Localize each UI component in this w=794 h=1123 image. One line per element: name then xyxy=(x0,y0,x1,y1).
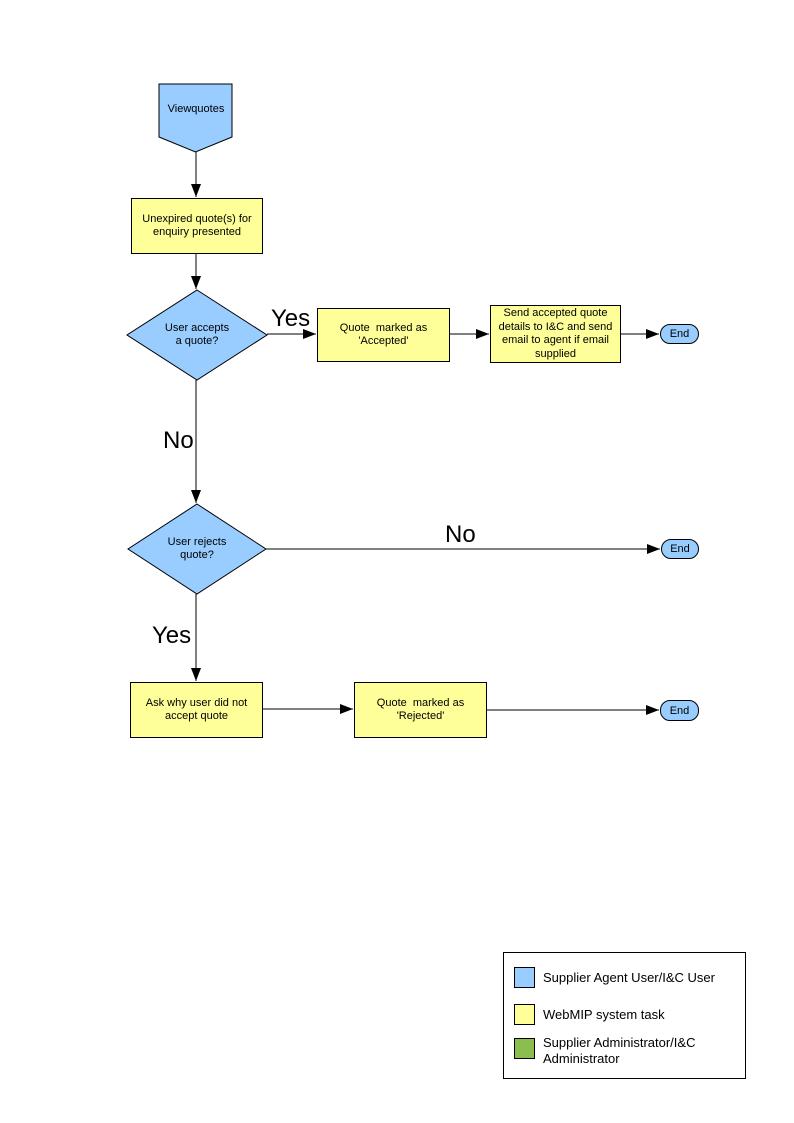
process-node-present: Unexpired quote(s) for enquiry presented xyxy=(131,198,263,254)
legend-swatch-webmip-system-task xyxy=(514,1004,535,1025)
edge-label-rejects-no: No xyxy=(445,521,476,548)
decision-node-rejects-label: User rejects quote? xyxy=(167,535,227,562)
process-node-send-details-label: Send accepted quote details to I&C and s… xyxy=(498,307,613,360)
process-node-accepted-label: Quote marked as 'Accepted' xyxy=(339,321,428,348)
decision-node-accepts-label: User accepts a quote? xyxy=(164,321,230,348)
edge-label-accepts-yes: Yes xyxy=(271,305,311,332)
process-node-accepted: Quote marked as 'Accepted' xyxy=(317,308,450,362)
end-node-2: End xyxy=(661,539,699,559)
legend-label-supplier-agent-user: Supplier Agent User/I&C User xyxy=(543,970,715,985)
legend-swatch-supplier-agent-user xyxy=(514,967,535,988)
end-node-3: End xyxy=(660,700,699,721)
process-node-present-label: Unexpired quote(s) for enquiry presented xyxy=(142,212,252,239)
legend-label-supplier-administrator: Supplier Administrator/I&C Administrator xyxy=(543,1035,696,1066)
end-node-2-label: End xyxy=(670,543,690,555)
process-node-send-details: Send accepted quote details to I&C and s… xyxy=(490,305,621,363)
process-node-rejected-label: Quote marked as 'Rejected' xyxy=(376,696,465,723)
decision-rejects-diamond-shape xyxy=(127,503,267,595)
edge-label-accepts-no: No xyxy=(163,427,194,454)
process-node-ask-why-label: Ask why user did not accept quote xyxy=(145,696,248,723)
start-pentagon-shape xyxy=(158,83,233,153)
start-node-label: Viewquotes xyxy=(167,103,225,116)
process-node-rejected: Quote marked as 'Rejected' xyxy=(354,682,487,738)
end-node-3-label: End xyxy=(669,704,690,717)
edge-label-rejects-yes: Yes xyxy=(152,622,192,649)
end-node-1-label: End xyxy=(669,328,690,340)
end-node-1: End xyxy=(660,324,699,344)
legend-swatch-supplier-administrator xyxy=(514,1038,535,1059)
process-node-ask-why: Ask why user did not accept quote xyxy=(130,682,263,738)
legend-box: Supplier Agent User/I&C User WebMIP syst… xyxy=(503,952,746,1079)
legend-label-webmip-system-task: WebMIP system task xyxy=(543,1007,665,1022)
decision-accepts-diamond-shape xyxy=(126,289,268,381)
